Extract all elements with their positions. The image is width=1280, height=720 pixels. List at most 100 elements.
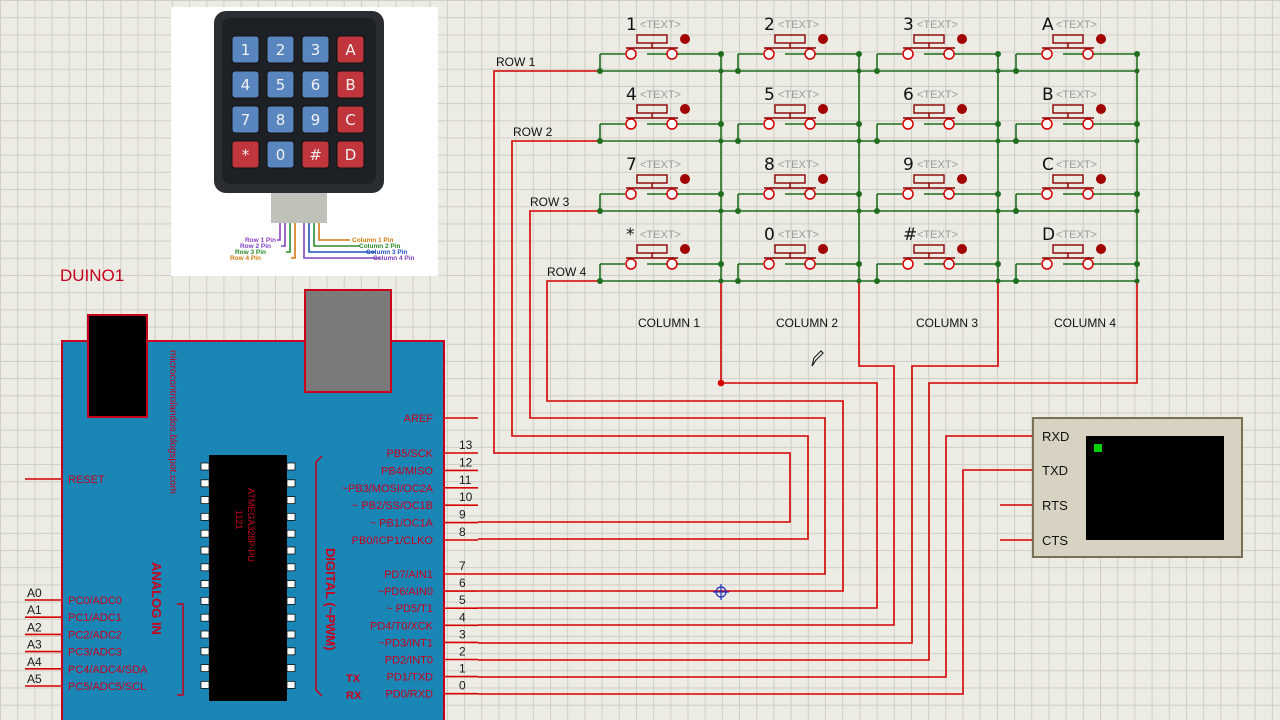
digital-pin-number: 3 xyxy=(459,627,466,641)
column-label: COLUMN 1 xyxy=(638,316,700,330)
key-label: 7 xyxy=(626,155,637,175)
keypad-switch[interactable]: 1<TEXT> xyxy=(599,15,724,71)
analog-pin-label: PC0/ADC0 xyxy=(68,595,122,607)
text-placeholder-tag: <TEXT> xyxy=(640,19,681,31)
key-label: 0 xyxy=(764,225,775,245)
photo-key xyxy=(336,70,365,99)
red-wires xyxy=(25,70,1138,695)
photo-key-label: 7 xyxy=(241,111,251,129)
photo-key xyxy=(266,140,295,169)
key-label: C xyxy=(1042,155,1054,175)
text-placeholder-tag: <TEXT> xyxy=(917,229,958,241)
digital-pin-number: 5 xyxy=(459,593,466,607)
arduino-board[interactable]: DUINO1 microcontrolandos.blogspot.com 11… xyxy=(27,266,473,720)
keypad-switch[interactable]: B<TEXT> xyxy=(1015,85,1140,141)
photo-row-pin-label: Row 3 Pin xyxy=(235,249,266,256)
digital-pin-number: 8 xyxy=(459,525,466,539)
text-placeholder-tag: <TEXT> xyxy=(778,229,819,241)
keypad-switch[interactable]: 9<TEXT> xyxy=(876,155,1001,211)
digital-pin-label: ~ PB2/SS/OC1B xyxy=(352,500,433,512)
text-placeholder-tag: <TEXT> xyxy=(778,89,819,101)
photo-key-label: 1 xyxy=(241,41,251,59)
keypad-switch[interactable]: #<TEXT> xyxy=(876,225,1001,281)
digital-pin-number: 12 xyxy=(459,455,473,469)
photo-key xyxy=(336,105,365,134)
photo-key-label: 8 xyxy=(276,111,286,129)
keypad-schematic[interactable]: 1<TEXT>2<TEXT>3<TEXT>A<TEXT>4<TEXT>5<TEX… xyxy=(496,15,1140,330)
terminal-pin-label: TXD xyxy=(1042,463,1068,478)
keypad-switch[interactable]: 0<TEXT> xyxy=(737,225,862,281)
photo-row-pin-label: Row 2 Pin xyxy=(240,243,271,250)
photo-key-label: C xyxy=(345,111,355,129)
keypad-switch[interactable]: 4<TEXT> xyxy=(599,85,724,141)
analog-pin-label: PC3/ADC3 xyxy=(68,647,122,659)
photo-key xyxy=(266,105,295,134)
atmega-chip: 1121 ATMEGA328P-PU xyxy=(200,455,296,701)
arduino-name: DUINO1 xyxy=(60,266,124,285)
digital-pin-number: 6 xyxy=(459,576,466,590)
photo-key xyxy=(231,70,260,99)
chip-part: ATMEGA328P-PU xyxy=(246,488,256,562)
digital-pin-number: 11 xyxy=(459,473,472,487)
digital-pin-label: PD4/T0/XCK xyxy=(370,620,434,632)
key-label: A xyxy=(1042,15,1054,35)
photo-row-pin-label: Row 1 Pin xyxy=(245,237,276,244)
photo-key xyxy=(301,140,330,169)
analog-header: ANALOG IN xyxy=(149,562,164,635)
row-label: ROW 3 xyxy=(530,195,570,209)
keypad-switch[interactable]: D<TEXT> xyxy=(1015,225,1140,281)
keypad-switch[interactable]: 6<TEXT> xyxy=(876,85,1001,141)
crosshair-cursor xyxy=(713,584,729,600)
green-wires xyxy=(600,54,1138,282)
keypad-switch[interactable]: C<TEXT> xyxy=(1015,155,1140,211)
reset-label: RESET xyxy=(68,474,105,486)
text-placeholder-tag: <TEXT> xyxy=(640,159,681,171)
terminal-screen xyxy=(1086,436,1224,540)
keypad-switch[interactable]: 5<TEXT> xyxy=(737,85,862,141)
keypad-switch[interactable]: 2<TEXT> xyxy=(737,15,862,71)
photo-column-pin-label: Column 1 Pin xyxy=(352,237,394,244)
digital-pin-number: 7 xyxy=(459,559,466,573)
digital-pin-number: 4 xyxy=(459,610,466,624)
photo-key xyxy=(301,105,330,134)
text-placeholder-tag: <TEXT> xyxy=(917,89,958,101)
row-label: ROW 1 xyxy=(496,55,536,69)
digital-pin-label: PB5/SCK xyxy=(387,448,434,460)
key-label: 2 xyxy=(764,15,775,35)
digital-pin-number: 1 xyxy=(459,662,466,676)
analog-pin-ext: A3 xyxy=(27,638,42,652)
digital-pin-label: ~PB3/MOSI/OC2A xyxy=(342,483,434,495)
keypad-switch[interactable]: 8<TEXT> xyxy=(737,155,862,211)
keypad-switch[interactable]: A<TEXT> xyxy=(1015,15,1140,71)
key-label: 3 xyxy=(903,15,914,35)
photo-key-label: 6 xyxy=(311,76,321,94)
digital-pin-label: ~ PB1/OC1A xyxy=(370,518,434,530)
digital-pin-number: 9 xyxy=(459,508,466,522)
photo-key-label: B xyxy=(345,76,355,94)
key-label: * xyxy=(626,225,635,245)
analog-pin-ext: A1 xyxy=(27,603,42,617)
keypad-switch[interactable]: *<TEXT> xyxy=(599,225,724,281)
photo-key xyxy=(266,70,295,99)
key-label: 8 xyxy=(764,155,775,175)
text-placeholder-tag: <TEXT> xyxy=(917,19,958,31)
analog-pin-ext: A4 xyxy=(27,655,42,669)
photo-key xyxy=(301,35,330,64)
photo-key xyxy=(231,105,260,134)
digital-pin-label: PB0/ICP1/CLKO xyxy=(352,535,434,547)
keypad-switch[interactable]: 7<TEXT> xyxy=(599,155,724,211)
photo-column-pin-label: Column 3 Pin xyxy=(366,249,408,256)
keypad-switch[interactable]: 3<TEXT> xyxy=(876,15,1001,71)
digital-pin-label: PD7/AIN1 xyxy=(384,569,433,581)
photo-key-label: 2 xyxy=(276,41,286,59)
photo-key-label: * xyxy=(242,146,250,164)
terminal-pin-label: CTS xyxy=(1042,533,1068,548)
column-label: COLUMN 3 xyxy=(916,316,978,330)
photo-key xyxy=(231,35,260,64)
text-placeholder-tag: <TEXT> xyxy=(1056,89,1097,101)
key-label: D xyxy=(1042,225,1055,245)
